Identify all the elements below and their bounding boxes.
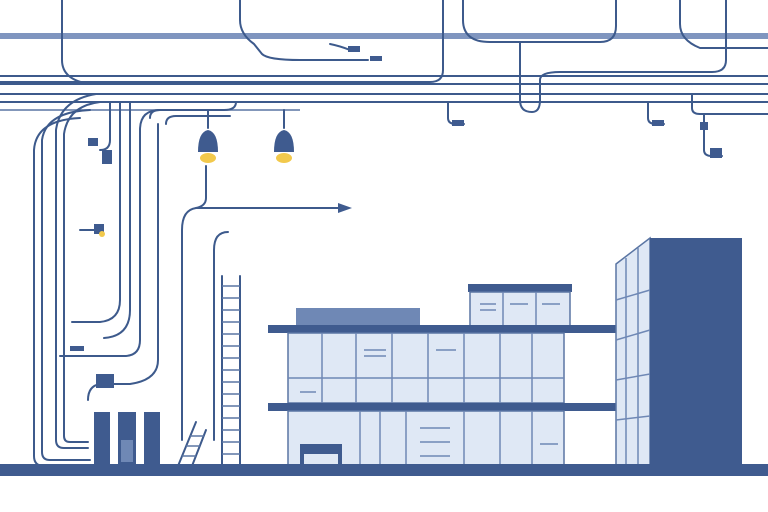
valve-icon bbox=[70, 346, 84, 351]
bench-leg bbox=[300, 454, 304, 464]
lamp-shade-icon bbox=[274, 130, 294, 152]
pipe-small-bend bbox=[329, 43, 351, 51]
pipe-loop-d bbox=[519, 0, 727, 113]
tower-front bbox=[650, 238, 742, 466]
tower-glass-side bbox=[615, 236, 651, 467]
valve-icon bbox=[88, 138, 98, 146]
ladder-rungs bbox=[222, 285, 240, 455]
vertical-pipe-7 bbox=[103, 101, 131, 339]
ceiling-lamp-1 bbox=[198, 109, 218, 163]
pipe-loop-left bbox=[61, 0, 91, 85]
flow-pipe-2 bbox=[213, 231, 229, 441]
bench-leg bbox=[338, 454, 342, 464]
ceiling-lamp-2 bbox=[274, 109, 294, 163]
lamp-shade-icon bbox=[198, 130, 218, 152]
vertical-pipe-6 bbox=[71, 101, 121, 323]
lower-floor-glass bbox=[287, 410, 565, 467]
bench-icon bbox=[300, 444, 342, 464]
lamp-bulb-icon bbox=[276, 153, 292, 163]
ceiling-beams bbox=[0, 33, 768, 111]
ground-line bbox=[0, 464, 768, 476]
transom bbox=[615, 329, 651, 341]
vertical-pipe-5 bbox=[99, 101, 111, 151]
fitting-3 bbox=[691, 93, 768, 115]
vertical-pipe-11 bbox=[165, 115, 231, 125]
valve-icon bbox=[94, 224, 104, 234]
transom bbox=[615, 289, 651, 301]
upper-floor-slab bbox=[268, 325, 646, 333]
pipe-loop-a bbox=[239, 0, 369, 61]
vertical-pipe-3 bbox=[41, 109, 91, 461]
valve-icon bbox=[370, 56, 382, 61]
vertical-pipe-2 bbox=[63, 101, 101, 443]
glass-office-building bbox=[268, 284, 646, 467]
lower-floor-slab bbox=[268, 403, 646, 411]
tower-building bbox=[615, 236, 742, 467]
left-pipe-bundle bbox=[33, 93, 237, 467]
nozzle-icon bbox=[452, 120, 464, 126]
ceiling-lamps bbox=[198, 109, 294, 163]
upper-roof bbox=[468, 284, 572, 292]
tank-window bbox=[121, 440, 133, 462]
storage-tanks bbox=[94, 412, 160, 466]
arrow-right-icon bbox=[338, 203, 352, 213]
nozzle-icon bbox=[652, 120, 664, 126]
indicator-light-icon bbox=[99, 231, 105, 237]
ceiling-beam-top bbox=[0, 33, 768, 39]
transom bbox=[615, 415, 651, 421]
lamp-bulb-icon bbox=[200, 153, 216, 163]
junction-icon bbox=[700, 122, 708, 130]
nozzle-icon bbox=[710, 148, 722, 158]
upper-glass-block bbox=[469, 291, 571, 327]
gauge-icon bbox=[102, 150, 112, 164]
stair-ramp bbox=[177, 421, 207, 467]
transom bbox=[615, 373, 651, 381]
vertical-pipe-9 bbox=[149, 109, 161, 119]
ladder bbox=[221, 275, 241, 467]
pipe-loop-b bbox=[0, 0, 444, 83]
pipe-loop-e bbox=[679, 0, 768, 49]
overhead-pipe-loops bbox=[0, 0, 768, 113]
stair-rail-left bbox=[177, 421, 197, 467]
ceiling-fittings bbox=[447, 93, 768, 158]
storage-tank-1 bbox=[94, 412, 110, 466]
roof-unit bbox=[296, 308, 420, 326]
central-flow-pipes bbox=[181, 165, 352, 441]
upper-floor-glass bbox=[287, 332, 565, 404]
pump-icon bbox=[96, 374, 114, 388]
vertical-pipe-10 bbox=[87, 123, 159, 401]
valve-icon bbox=[348, 46, 360, 52]
vertical-pipe-1 bbox=[55, 93, 97, 449]
pipe-loop-c bbox=[462, 0, 617, 43]
bench-seat bbox=[300, 444, 342, 454]
vertical-pipe-8 bbox=[59, 101, 237, 357]
storage-tank-3 bbox=[144, 412, 160, 466]
